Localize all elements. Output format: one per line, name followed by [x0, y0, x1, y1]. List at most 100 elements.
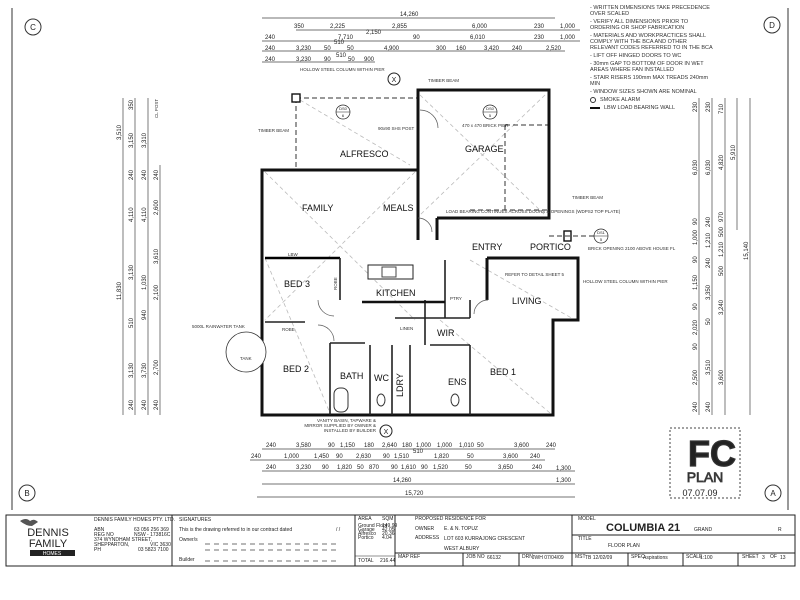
note: - WRITTEN DIMENSIONS TAKE PRECEDENCE OVE… — [590, 5, 710, 17]
label-text: 240 — [546, 443, 557, 449]
note: - WINDOW SIZES SHOWN ARE NOMINAL — [590, 89, 697, 95]
plan-shape — [387, 72, 401, 86]
label-text: 50 — [347, 46, 354, 52]
label-text: 3,230 — [296, 57, 312, 63]
label-text: 510 — [334, 40, 345, 46]
label-text: Garage — [358, 527, 375, 533]
plan-line — [260, 168, 580, 417]
label-text: 6 — [342, 113, 345, 118]
label-text: 5 — [600, 237, 603, 242]
label-text: 3,350 — [706, 284, 712, 300]
label-text: 1,300 — [556, 466, 572, 472]
label-text: REFER TO DETAIL SHEET 5 — [505, 272, 565, 277]
label-text: 3,600 — [514, 443, 530, 449]
label-text: 3,610 — [154, 248, 160, 264]
label-text: 230 — [534, 35, 545, 41]
label-text: 4,110 — [129, 207, 135, 222]
label-text: TANK — [240, 356, 252, 361]
drawing-info-row: MAP REF JOB NO 66132 DRN JWH 07/04/09 MS… — [398, 554, 786, 561]
label-text: VIC 3630 — [150, 542, 171, 548]
label-text: D — [769, 21, 775, 30]
grid-marker-d: D — [763, 16, 781, 34]
room-labels: ALFRESCO GARAGE FAMILY MEALS ENTRY PORTI… — [282, 144, 571, 397]
annotations: HOLLOW STEEL COLUMN WITHIN PIER TIMBER B… — [258, 67, 676, 284]
label-text: 510 — [336, 53, 347, 59]
label-text: 1,000 — [284, 454, 300, 460]
smoke-alarm-icon — [590, 97, 596, 103]
label-text: SCALE — [686, 554, 703, 560]
room-bed3: BED 3 — [284, 279, 310, 289]
label-text: 1,000 — [437, 443, 453, 449]
door-swing — [473, 299, 489, 315]
label-text: 90 — [336, 454, 343, 460]
label-text: NSW - 173816C — [134, 532, 171, 538]
label-text: SQM — [382, 516, 393, 522]
label-text: FAMILY — [29, 538, 68, 550]
label-text: JOB NO — [466, 554, 485, 560]
label-text: HOMES — [43, 551, 62, 557]
label-text: 4,900 — [384, 46, 400, 52]
label-text: R — [778, 527, 782, 533]
room-ens: ENS — [448, 377, 467, 387]
label-text: 4.04 — [382, 535, 392, 541]
label-text: 50 — [324, 46, 331, 52]
label-text: 240 — [142, 399, 148, 410]
label-text: DS0 — [486, 106, 495, 111]
label-text: 900 — [364, 57, 375, 63]
label-text: 50 — [467, 454, 474, 460]
label-text: 14,260 — [400, 12, 419, 18]
label-text: 1,150 — [693, 274, 699, 290]
label-text: 230 — [706, 101, 712, 112]
general-notes: - WRITTEN DIMENSIONS TAKE PRECEDENCE OVE… — [590, 5, 716, 111]
label-text: 4,110 — [142, 207, 148, 222]
label-text: 1,150 — [340, 443, 356, 449]
label-text: PLAN — [687, 469, 724, 485]
label-text: 13 — [780, 555, 786, 561]
plan-shape — [763, 16, 781, 34]
room-garage: GARAGE — [465, 144, 504, 154]
label-text: 240 — [706, 401, 712, 412]
label-text: X — [384, 429, 389, 436]
label-text: 15,140 — [744, 241, 750, 260]
label-text: 240 — [129, 169, 135, 180]
label-text: MAP REF — [398, 554, 420, 560]
label-text: 2,225 — [330, 24, 346, 30]
label-text: 2,520 — [546, 46, 562, 52]
label-text: MODEL — [578, 516, 596, 522]
label-text: 90 — [324, 57, 331, 63]
note: - MATERIALS AND WORKPRACTICES SHALL COMP… — [590, 33, 713, 51]
label-text: 240 — [266, 443, 277, 449]
label-text: 1,820 — [434, 454, 450, 460]
label-text: TIMBER BEAM — [572, 195, 603, 200]
label-text: 1,450 — [314, 454, 330, 460]
label-text: 240 — [251, 454, 262, 460]
bird-logo-icon — [20, 519, 38, 526]
area-schedule: AREA SQM Ground Floor 149.99 Garage 42.0… — [358, 516, 398, 564]
label-text: TIMBER BEAM — [428, 78, 459, 83]
label-text: 300 — [436, 46, 447, 52]
label-text: TIMBER BEAM — [258, 128, 289, 133]
grid-marker-c: C — [24, 18, 42, 36]
label-text: 3,510 — [706, 359, 712, 375]
label-text: 3,310 — [142, 132, 148, 148]
label-text: 350 — [294, 24, 305, 30]
label-text: 7,710 — [338, 35, 354, 41]
label-text: 6,010 — [470, 35, 486, 41]
label-text: 2,640 — [382, 443, 398, 449]
label-text: 03 5823 7100 — [138, 547, 169, 553]
label-text: 240 — [265, 57, 276, 63]
label-text: 240 — [154, 399, 160, 410]
label-text: C — [30, 23, 36, 32]
label-text: Builder — [179, 557, 195, 563]
model-section: MODEL COLUMBIA 21 GRAND R TITLE FLOOR PL… — [578, 516, 782, 549]
label-text: 2,020 — [693, 319, 699, 335]
label-text: 90 — [693, 343, 699, 350]
label-text: LBW — [288, 252, 299, 257]
label-text: 240 — [129, 399, 135, 410]
label-text: 14,260 — [393, 478, 412, 484]
label-text: 240 — [266, 465, 277, 471]
plan-line — [439, 319, 551, 414]
label-text: 3,150 — [129, 132, 135, 148]
